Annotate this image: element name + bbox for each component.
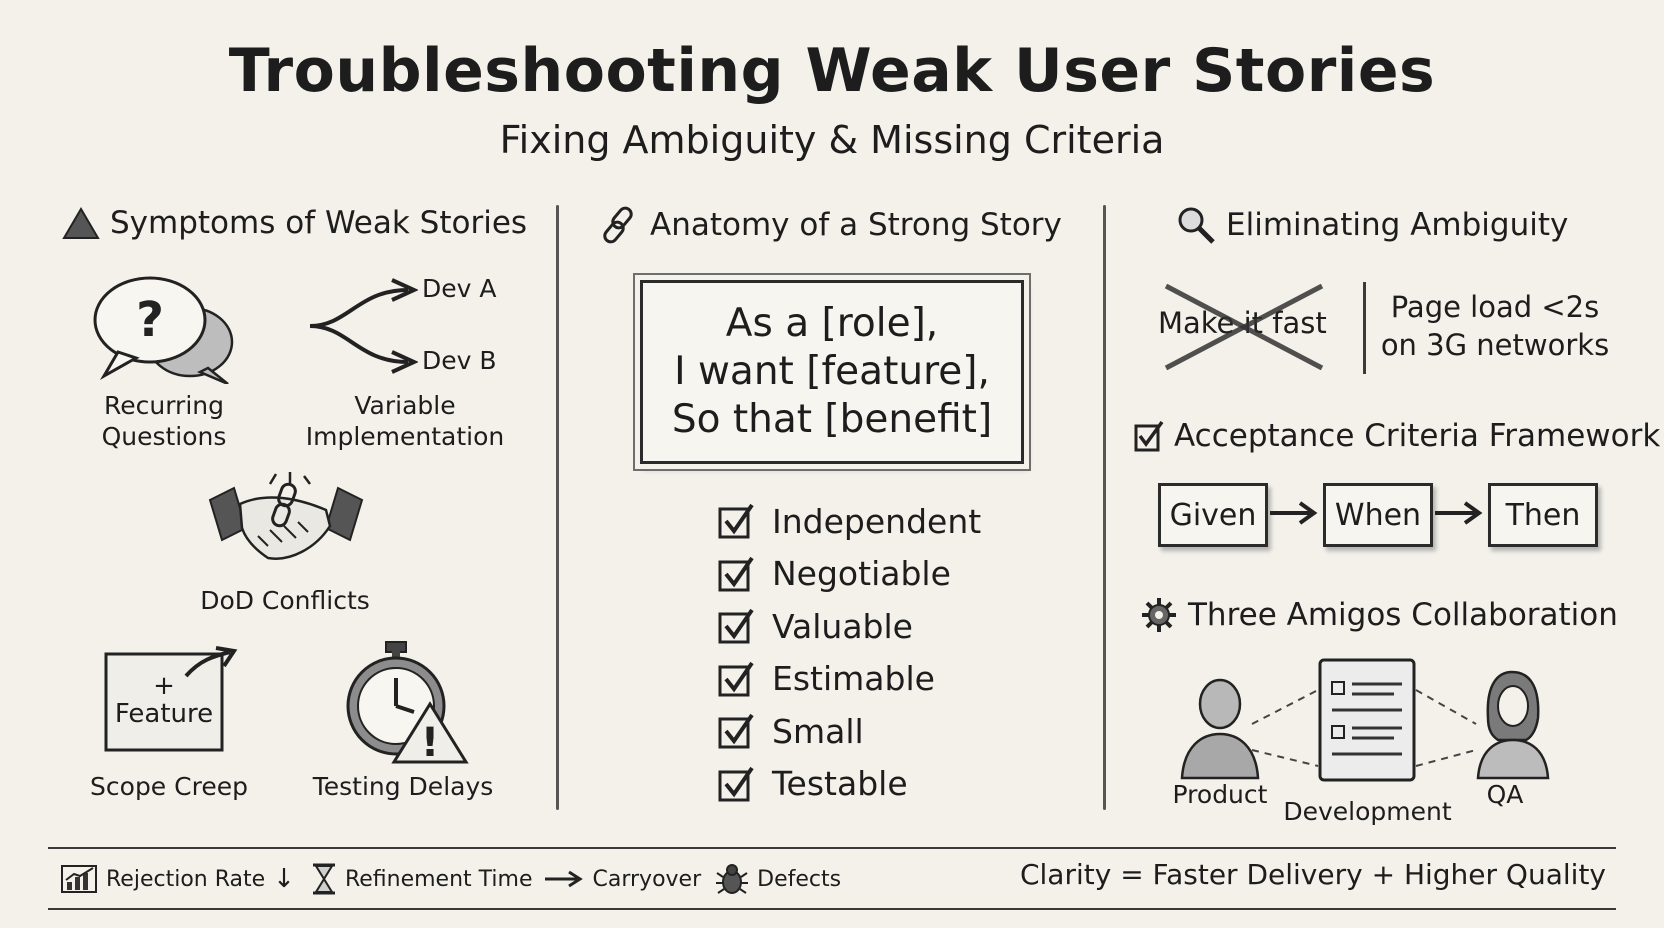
anatomy-heading: Anatomy of a Strong Story: [600, 205, 1062, 245]
testing-delays-label: Testing Delays: [312, 772, 494, 801]
good-example-line2: on 3G networks: [1380, 328, 1610, 362]
invest-label-testable: Testable: [772, 764, 908, 804]
column-divider-right: [1103, 205, 1106, 810]
hourglass-icon: [312, 863, 335, 895]
checkbox-checked-icon: [718, 714, 754, 749]
recurring-questions-line2: Questions: [101, 422, 227, 451]
invest-item-estimable: Estimable: [718, 653, 981, 706]
warning-triangle-icon: [62, 207, 100, 239]
feature-note-icon: [104, 646, 238, 752]
checkbox-checked-icon: [718, 766, 754, 802]
variable-implementation-label: Variable Implementation: [300, 390, 510, 452]
bad-example-text: Make it fast: [1158, 306, 1327, 340]
three-amigos-illustration: [1180, 658, 1550, 782]
development-document-icon: [1318, 658, 1416, 782]
bar-chart-icon: [61, 865, 97, 893]
three-amigos-heading-text: Three Amigos Collaboration: [1188, 597, 1618, 633]
column-divider-left: [556, 205, 559, 810]
good-example-line1: Page load <2s: [1390, 290, 1600, 324]
magnifier-icon: [1178, 207, 1215, 244]
good-example: Page load <2s on 3G networks: [1380, 288, 1610, 364]
story-template-benefit: So that [benefit]: [671, 397, 993, 442]
metric-refinement-time: Refinement Time: [344, 866, 533, 892]
gear-icon: [1142, 598, 1176, 632]
arrow-right-icon: [1435, 501, 1483, 525]
chain-link-icon: [603, 206, 633, 244]
invest-label-negotiable: Negotiable: [772, 554, 951, 594]
broken-handshake-icon: [208, 472, 364, 560]
invest-item-testable: Testable: [718, 758, 981, 811]
page-subtitle: Fixing Ambiguity & Missing Criteria: [499, 118, 1165, 162]
role-product-label: Product: [1172, 780, 1268, 809]
acceptance-criteria-heading-text: Acceptance Criteria Framework: [1174, 418, 1661, 454]
invest-item-negotiable: Negotiable: [718, 548, 981, 601]
footer-tagline: Clarity = Faster Delivery + Higher Quali…: [1019, 858, 1606, 891]
invest-label-small: Small: [772, 711, 864, 751]
story-template-box: As a [role], I want [feature], So that […: [640, 280, 1024, 464]
footer-top-rule: [48, 847, 1616, 849]
metric-defects: Defects: [757, 866, 842, 892]
svg-text:?: ?: [136, 292, 164, 348]
role-development-label: Development: [1283, 797, 1452, 826]
checkbox-checked-icon: [718, 609, 754, 644]
page-title: Troubleshooting Weak User Stories: [228, 36, 1436, 106]
invest-item-independent: Independent: [718, 495, 981, 548]
footer-metrics: Rejection Rate ↓ Refinement Time Carryov…: [60, 863, 841, 895]
dod-conflicts-label: DoD Conflicts: [200, 586, 370, 615]
symptoms-heading-text: Symptoms of Weak Stories: [110, 205, 528, 241]
metric-carryover: Carryover: [592, 866, 702, 892]
stopwatch-warning-mark: !: [421, 720, 439, 765]
invest-item-valuable: Valuable: [718, 600, 981, 653]
variable-implementation-line2: Implementation: [305, 422, 505, 451]
anatomy-heading-text: Anatomy of a Strong Story: [650, 207, 1062, 243]
example-divider: [1363, 282, 1366, 374]
product-person-icon: [1180, 678, 1260, 780]
story-template-role: As a [role],: [725, 301, 939, 346]
recurring-questions-line1: Recurring: [104, 391, 224, 420]
ambiguity-heading-text: Eliminating Ambiguity: [1226, 207, 1569, 243]
invest-label-estimable: Estimable: [772, 659, 935, 699]
stopwatch-warning-icon: !: [346, 641, 469, 765]
footer-bottom-rule: [48, 908, 1616, 910]
scope-creep-note-feature: Feature: [114, 699, 214, 729]
recurring-questions-label: Recurring Questions: [64, 390, 264, 452]
metric-rejection-rate-down-arrow: ↓: [273, 864, 295, 894]
branching-arrows-icon: [309, 278, 418, 374]
arrow-right-icon: [544, 870, 583, 888]
checkbox-checked-icon: [718, 661, 754, 697]
question-speech-bubbles-icon: ?: [93, 276, 234, 384]
invest-checklist: Independent Negotiable Valuable Estimabl…: [718, 495, 981, 810]
checkbox-checked-icon: [718, 504, 754, 539]
branch-dev-b: Dev B: [422, 346, 497, 375]
metric-rejection-rate: Rejection Rate: [106, 866, 266, 892]
story-template-feature: I want [feature],: [674, 349, 990, 394]
gwt-when-box: When: [1323, 483, 1433, 547]
checkbox-checked-icon: [718, 556, 754, 592]
acceptance-criteria-heading: Acceptance Criteria Framework: [1134, 418, 1660, 454]
qa-person-icon: [1476, 670, 1550, 780]
gwt-then-box: Then: [1488, 483, 1598, 547]
ambiguity-heading: Eliminating Ambiguity: [1176, 205, 1568, 245]
branch-dev-a: Dev A: [422, 274, 497, 303]
checkbox-icon: [1134, 420, 1164, 452]
scope-creep-note-plus: +: [153, 671, 175, 701]
variable-implementation-line1: Variable: [354, 391, 456, 420]
scope-creep-label: Scope Creep: [90, 772, 248, 801]
cross-out-icon: [1164, 283, 1324, 371]
scope-creep-note-text: + Feature: [106, 672, 222, 728]
invest-label-valuable: Valuable: [772, 606, 913, 646]
arrow-right-icon: [1270, 501, 1318, 525]
role-qa-label: QA: [1486, 780, 1524, 809]
invest-label-independent: Independent: [772, 501, 982, 541]
three-amigos-heading: Three Amigos Collaboration: [1140, 596, 1618, 634]
invest-item-small: Small: [718, 705, 981, 758]
symptoms-heading: Symptoms of Weak Stories: [62, 205, 527, 241]
bug-icon: [716, 864, 749, 894]
gwt-given-box: Given: [1158, 483, 1268, 547]
